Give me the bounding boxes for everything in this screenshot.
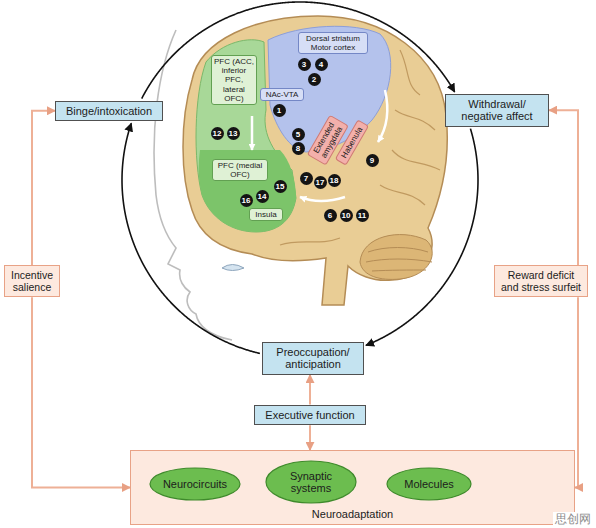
callout-number: 15 [274,180,287,193]
ellipse-node: Neurocircuits [149,467,241,501]
sulcus [400,50,420,95]
callout-number: 18 [328,174,341,187]
callout-number: 11 [356,209,369,222]
node-text: Neurocircuits [159,478,231,491]
stage-box: Binge/intoxication [55,101,163,122]
stage-box: Executive function [254,405,366,426]
circuit-arrow [300,197,345,201]
eye [222,265,244,271]
group-box: Neuroadaptation Neurocircuits Synaptic sys… [130,450,575,525]
callout-number: 6 [324,209,337,222]
stage-box: Preoccupation/ anticipation [262,342,364,375]
sulcus [380,185,425,205]
node-text: Dorsal striatum Motor cortex [301,34,365,52]
feedback-arrow [309,375,311,405]
cycle-arrow [122,123,260,353]
ellipse-node: Synaptic systems [265,460,357,504]
watermark: 思创网 [553,512,593,526]
sulcus [280,238,340,245]
callout-number: 3 [298,58,311,71]
node-text: PFC (ACC, inferior PFC, lateral OFC) [214,57,254,103]
ellipse-shape [266,461,356,503]
node-text: PFC (medial OFC) [215,161,265,179]
region-label-box: NAc-VTA [260,88,304,101]
callout-number: 10 [340,209,353,222]
brain-outline [183,16,447,305]
region-label-box: PFC (medial OFC) [212,159,268,181]
callout-number: 7 [300,172,313,185]
feedback-arrow [549,110,578,265]
callout-number: 14 [256,190,269,203]
node-text: Molecules [396,478,462,491]
region-label-box: Insula [249,208,283,221]
cerebellum [360,235,432,280]
ellipse-shape [150,468,240,500]
node-text: Incentive salience [9,269,55,293]
node-text: Insula [252,210,280,219]
callout-number: 4 [315,58,328,71]
node-text: Binge/intoxication [61,105,157,118]
callout-number: 1 [273,104,286,117]
node-text: NAc-VTA [263,90,301,99]
cycle-arrow [142,2,455,99]
ellipse-shape [387,468,471,500]
cerebellum-fold [372,270,426,271]
feedback-arrow [32,111,55,265]
orbitofrontal-insula-region [199,150,296,232]
callout-number: 16 [240,194,253,207]
callout-number: 5 [292,128,305,141]
sulcus [395,110,435,130]
node-text: Withdrawal/ negative affect [451,98,543,123]
feedback-arrow [32,297,130,487]
process-box: Incentive salience [4,265,60,297]
cerebellum-fold [366,259,432,262]
node-text: Neuroadaptation [131,508,574,521]
callout-number: 8 [292,142,305,155]
region-label-box: Dorsal striatum Motor cortex [298,32,368,54]
feedback-arrow [575,297,578,487]
callout-number: 13 [227,127,240,140]
circuit-arrow [378,90,387,142]
node-text: Preoccupation/ anticipation [268,346,358,371]
feedback-arrow [309,425,311,450]
callout-number: 9 [366,154,379,167]
cerebellum-fold [368,248,428,253]
node-text: Reward deficit and stress surfeit [499,269,583,293]
ellipse-node: Molecules [386,467,472,501]
circuit-arrow [251,116,254,150]
node-text: Synaptic systems [285,470,337,495]
callout-number: 12 [211,127,224,140]
callout-number: 17 [314,176,327,189]
cycle-arrow [366,129,478,346]
process-box: Reward deficit and stress surfeit [494,265,588,297]
region-label-box: PFC (ACC, inferior PFC, lateral OFC) [211,55,257,105]
stage-box: Withdrawal/ negative affect [445,94,549,127]
callout-number: 2 [308,73,321,86]
node-text: Executive function [260,409,360,422]
sulcus [392,150,440,170]
